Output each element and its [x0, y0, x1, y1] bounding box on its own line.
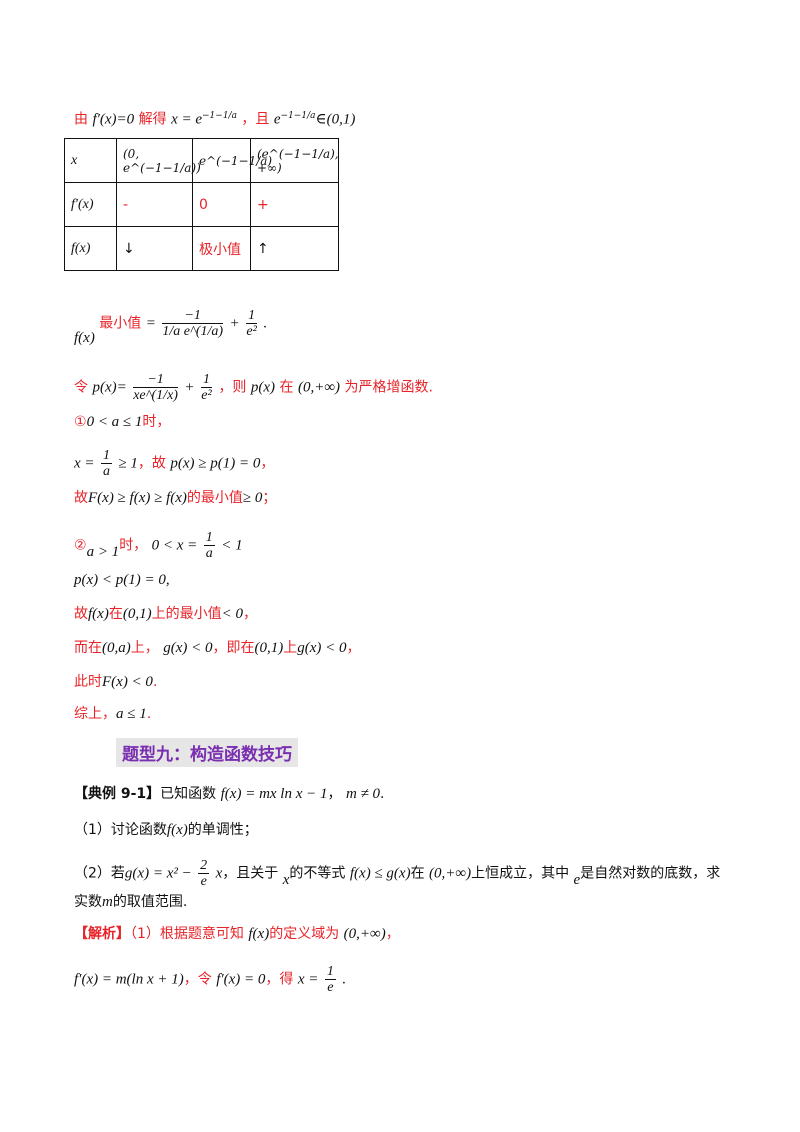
table-cell: (e^(−1−1/a), +∞): [250, 138, 339, 183]
case1-conclusion: 故F(x) ≥ f(x) ≥ f(x)的最小值≥ 0；: [74, 490, 277, 506]
section-heading: 题型九：构造函数技巧: [116, 738, 298, 767]
table-cell: x: [64, 138, 117, 183]
example-statement: 【典例 9-1】已知函数 f(x) = mx ln x − 1， m ≠ 0.: [74, 786, 385, 802]
table-cell: f(x): [64, 226, 117, 271]
variation-table: x(0, e^(−1−1/a))e^(−1−1/a)(e^(−1−1/a), +…: [64, 138, 339, 271]
table-row: f′(x)-0+: [64, 182, 339, 227]
case2-F-line: 此时F(x) < 0.: [74, 674, 158, 690]
table-cell: +: [250, 182, 339, 227]
solution-line: 【解析】（1）根据题意可知 f(x)的定义域为 (0,+∞)，: [74, 926, 400, 942]
table-cell: 0: [192, 182, 251, 227]
table-cell: -: [116, 182, 193, 227]
table-row: f(x)↓极小值↑: [64, 226, 339, 271]
table-row: x(0, e^(−1−1/a))e^(−1−1/a)(e^(−1−1/a), +…: [64, 138, 339, 183]
derivative-zero-line: 由 f′(x)=0 解得 x = e−1−1/a ，且 e−1−1/a∈(0,1…: [74, 111, 356, 128]
summary-line: 综上，a ≤ 1.: [74, 706, 152, 722]
table-cell: f′(x): [64, 182, 117, 227]
table-cell: (0, e^(−1−1/a)): [116, 138, 201, 183]
case2-g-line: 而在(0,a)上， g(x) < 0，即在(0,1)上g(x) < 0，: [74, 640, 361, 656]
case2-min-line: 故f(x)在(0,1)上的最小值< 0，: [74, 606, 257, 622]
question-2-cont: 实数m的取值范围.: [74, 894, 188, 910]
table-cell: ↑: [250, 226, 339, 271]
case1-condition: ①0 < a ≤ 1时，: [74, 414, 171, 430]
question-1: （1）讨论函数f(x)的单调性；: [74, 822, 258, 838]
table-cell: ↓: [116, 226, 193, 271]
table-cell: e^(−1−1/a): [192, 138, 272, 183]
case2-p-ineq: p(x) < p(1) = 0,: [74, 572, 170, 588]
table-cell: 极小值: [192, 226, 251, 271]
